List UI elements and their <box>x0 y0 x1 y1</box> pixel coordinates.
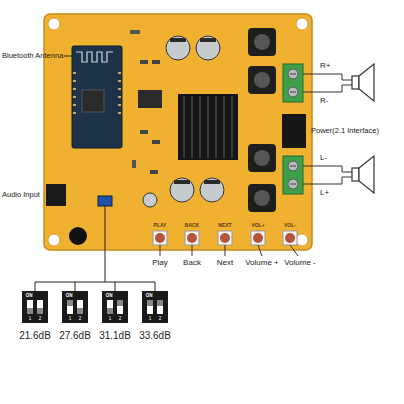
silkscreen-label: BACK <box>185 223 199 228</box>
audio-jack <box>46 184 66 206</box>
switch-marking: ON <box>26 294 33 299</box>
button-label: Volume - <box>284 259 316 267</box>
switch-marking: ON <box>106 294 113 299</box>
silkscreen-label: PLAY <box>154 223 167 228</box>
gain-label: 21.6dB <box>19 331 51 341</box>
button-label: Next <box>217 259 233 267</box>
switch-marking: 1 <box>109 316 112 321</box>
terminal-label: L+ <box>320 189 329 197</box>
button-leaders <box>160 245 298 256</box>
button-label: Play <box>152 259 168 267</box>
terminal-label: L- <box>320 154 327 162</box>
gain-switch <box>98 196 112 206</box>
push-buttons <box>153 231 297 245</box>
bluetooth-module <box>72 46 122 148</box>
button-label: Volume + <box>245 259 279 267</box>
heatsink <box>178 94 238 160</box>
switch-marking: 1 <box>29 316 32 321</box>
callout-label: Bluetooth Antenna <box>2 52 63 60</box>
small-components <box>130 30 162 174</box>
switch-marking: ON <box>66 294 73 299</box>
switch-marking: 1 <box>69 316 72 321</box>
switch-marking: 2 <box>39 316 42 321</box>
leader-line <box>64 56 72 57</box>
switch-marking: ON <box>146 294 153 299</box>
switch-marking: 1 <box>149 316 152 321</box>
switch-marking: 2 <box>159 316 162 321</box>
gain-label: 27.6dB <box>59 331 91 341</box>
inductors <box>248 28 276 212</box>
silkscreen-label: VOL- <box>284 223 296 228</box>
silkscreen-label: NEXT <box>218 223 231 228</box>
microphone <box>69 227 87 245</box>
mounting-holes <box>48 18 308 246</box>
gain-label: 33.6dB <box>139 331 171 341</box>
switch-leader <box>35 206 155 291</box>
gain-label: 31.1dB <box>99 331 131 341</box>
power-jack <box>282 114 306 148</box>
switch-marking: 2 <box>79 316 82 321</box>
circuit-board <box>44 14 312 250</box>
switch-marking: 2 <box>119 316 122 321</box>
terminal-label: R+ <box>320 62 330 70</box>
callout-label: Audio Input <box>2 191 40 199</box>
button-label: Back <box>183 259 201 267</box>
silkscreen-label: VOL+ <box>251 223 264 228</box>
callout-label: Power(2.1 Interface) <box>311 127 379 135</box>
dip-switch <box>22 291 168 323</box>
terminal-label: R- <box>320 97 328 105</box>
